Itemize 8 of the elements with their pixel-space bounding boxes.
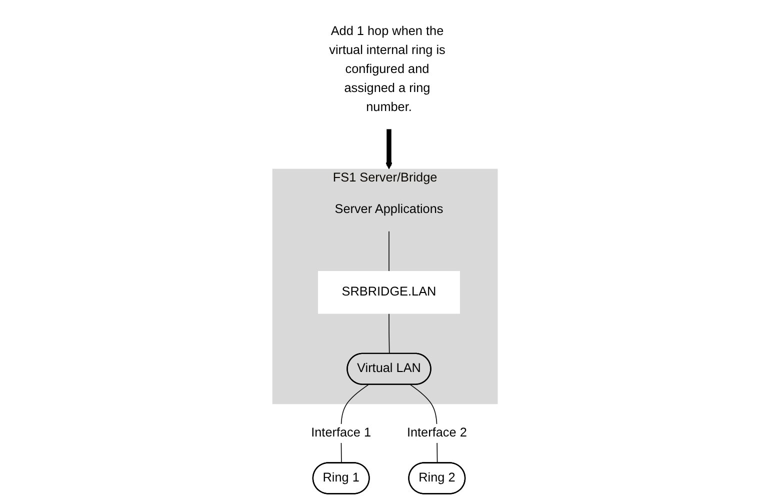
connector [388,231,390,272]
node-box: SRBRIDGE.LAN [318,271,460,314]
edge-label: Interface 2 [406,426,467,440]
edge-label: Interface 1 [311,426,371,440]
connector [388,313,390,354]
node-text: Add 1 hop when the virtual internal ring is configured and assigned a ring number. [329,24,446,114]
arrow [385,129,392,170]
node-text: Server Applications [334,202,444,216]
